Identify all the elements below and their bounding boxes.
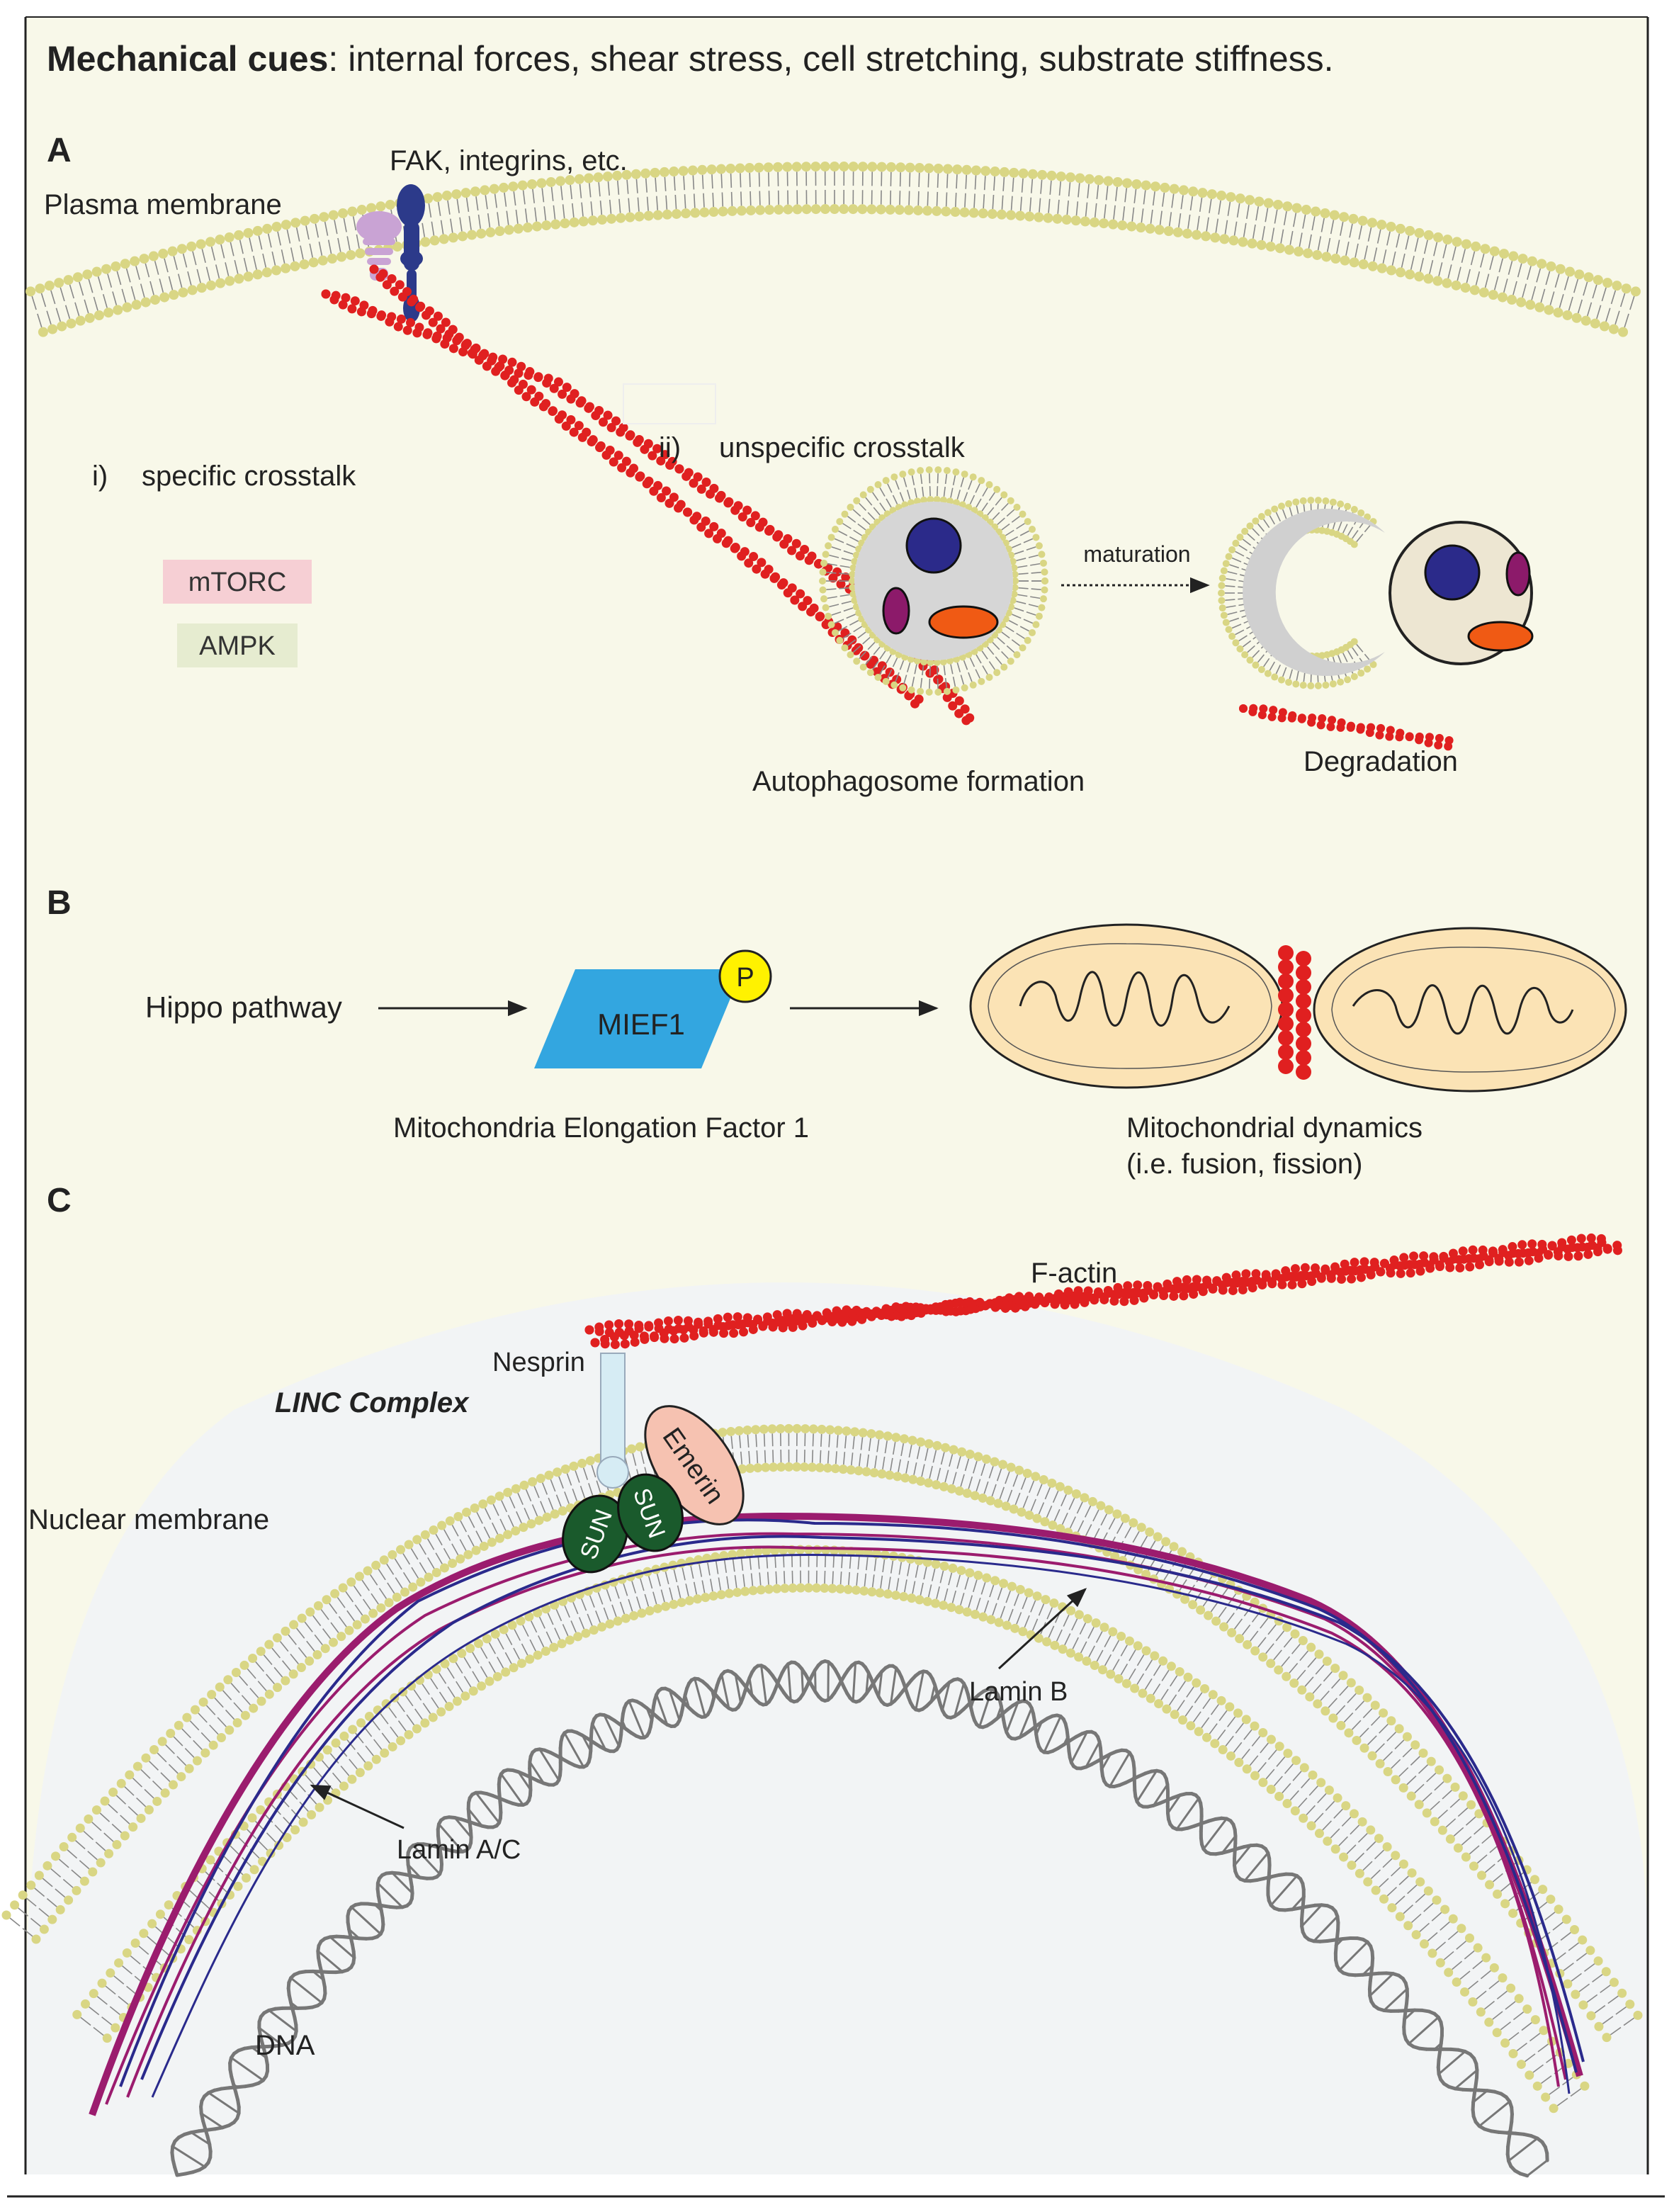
lamin-a-c-arrow xyxy=(310,1784,405,1829)
panel-a-letter: A xyxy=(47,132,72,169)
mito-dynamics-label: Mitochondrial dynamics xyxy=(1126,1112,1423,1144)
mito-dynamics-sub: (i.e. fusion, fission) xyxy=(1126,1149,1362,1180)
lamin-b-2 xyxy=(140,1535,1585,2080)
dna-label: DNA xyxy=(255,2030,315,2061)
lamin-a-c-label: Lamin A/C xyxy=(397,1835,521,1865)
linc-complex-label: LINC Complex xyxy=(275,1387,470,1418)
organelle-navy xyxy=(905,517,962,574)
receptors-label: FAK, integrins, etc. xyxy=(390,145,628,176)
mief1-full-label: Mitochondria Elongation Factor 1 xyxy=(393,1112,809,1144)
receptor-complex xyxy=(356,184,425,322)
sun-protein-left: SUN xyxy=(562,1494,628,1574)
unspecific-crosstalk-label: unspecific crosstalk xyxy=(719,432,966,463)
lamin-b-3 xyxy=(151,1553,1571,2098)
plasma-membrane-label: Plasma membrane xyxy=(44,189,282,220)
panel-b-letter: B xyxy=(47,884,72,922)
cristae-left xyxy=(1019,971,1231,1027)
nesprin-label: Nesprin xyxy=(492,1348,585,1377)
degradation-label: Degradation xyxy=(1303,746,1458,777)
specific-crosstalk-label: specific crosstalk xyxy=(142,461,356,492)
nesprin-head xyxy=(596,1456,629,1489)
hippo-label: Hippo pathway xyxy=(145,991,342,1024)
nucleoplasm xyxy=(26,1282,1648,2174)
lamin-network xyxy=(89,1512,1585,2116)
nuclear-membrane-label: Nuclear membrane xyxy=(28,1504,269,1535)
mitochondrion-left xyxy=(969,923,1284,1089)
organelle-orange-2 xyxy=(1467,621,1534,652)
membrane-inner-left xyxy=(988,943,1272,1069)
plasma-membrane-bilayer xyxy=(26,162,1641,337)
phospho-label: P xyxy=(736,963,754,993)
organelle-magenta xyxy=(882,587,910,635)
panel-c-letter: C xyxy=(47,1182,72,1219)
mief1-shape xyxy=(534,969,742,1068)
organelle-magenta-2 xyxy=(1505,551,1531,597)
linc-complex: Emerin SUN SUN xyxy=(562,1353,745,1574)
autophagosome-membrane xyxy=(819,466,1048,696)
phospho-circle xyxy=(718,949,772,1003)
lamin-b-arrow xyxy=(997,1588,1087,1670)
degradation-structure xyxy=(1218,497,1534,689)
membrane-inner-right xyxy=(1331,947,1616,1073)
specific-crosstalk-num: i) xyxy=(92,461,108,492)
organelle-orange xyxy=(928,605,999,639)
blank-box xyxy=(623,383,716,424)
mtorc-box xyxy=(163,560,312,604)
mitochondria xyxy=(969,923,1627,1093)
cristae-right xyxy=(1352,984,1574,1034)
fission-ring xyxy=(1278,945,1311,1080)
mief1-label: MIEF1 xyxy=(597,1008,685,1041)
autophagosome xyxy=(819,466,1048,696)
f-actin-filaments xyxy=(584,1233,1622,1350)
organelle-navy-2 xyxy=(1424,544,1481,601)
nesprin-stalk xyxy=(600,1353,626,1474)
header-title: Mechanical cues: internal forces, shear … xyxy=(47,39,1334,79)
lamin-a-c-2 xyxy=(126,1545,1560,2098)
ampk-label: AMPK xyxy=(199,631,276,661)
lamin-b-1 xyxy=(119,1518,1578,2087)
lamin-a-c-1 xyxy=(105,1532,1567,2105)
ampk-box xyxy=(177,623,298,667)
mtorc-label: mTORC xyxy=(188,568,287,597)
unspecific-crosstalk-num: ii) xyxy=(659,432,681,463)
sun-protein-right: SUN xyxy=(617,1473,684,1552)
maturation-label: maturation xyxy=(1083,541,1190,567)
dna-helix xyxy=(170,1659,1549,2178)
f-actin-label: F-actin xyxy=(1031,1258,1117,1289)
autophagosome-label: Autophagosome formation xyxy=(752,766,1085,797)
lamin-b-label: Lamin B xyxy=(969,1677,1068,1707)
